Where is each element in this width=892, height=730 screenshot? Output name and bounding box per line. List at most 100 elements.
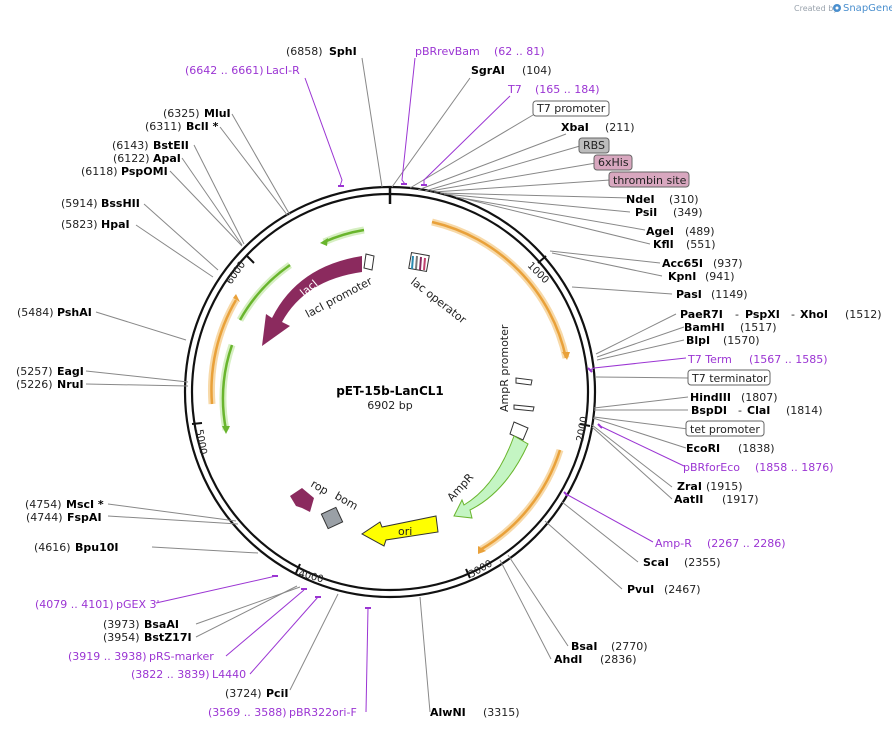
rop-label: rop (309, 477, 331, 497)
ampr-label: AmpR (445, 471, 477, 504)
fspai-name: FspAI (67, 511, 102, 524)
paer7i-name: PaeR7I (680, 308, 723, 321)
laci-r-range: (6642 .. 6661) (185, 64, 264, 77)
pcii-pos: (3724) (225, 687, 262, 700)
tet-promoter-box (685, 420, 765, 437)
t7-term-range: (1567 .. 1585) (749, 353, 828, 366)
pcii-name: PciI (266, 687, 288, 700)
bamhi-name: BamHI (684, 321, 725, 334)
eagi-pos: (5257) (16, 365, 53, 378)
rbs-box (578, 137, 610, 154)
bsaai-pos: (3973) (103, 618, 140, 631)
kfli-pos: (551) (686, 238, 716, 251)
apai-name: ApaI (153, 152, 181, 165)
bspdi-pos: (1814) (786, 404, 823, 417)
paer7i-sep2: - (791, 308, 795, 321)
alwni-pos: (3315) (483, 706, 520, 719)
t7-name: T7 (507, 83, 522, 96)
hindiii-pos: (1807) (741, 391, 778, 404)
bsshii-name: BssHII (101, 197, 140, 210)
xbai-pos: (211) (605, 121, 635, 134)
lac-operator-label: lac operator (408, 275, 469, 327)
t7-promoter-name: T7 promoter (536, 102, 606, 115)
leader-lines (85, 57, 689, 713)
tick-5000: 5000 (193, 429, 208, 456)
amp-r-range: (2267 .. 2286) (707, 537, 786, 550)
blpi-name: BlpI (686, 334, 710, 347)
t7-promoter-box (532, 100, 610, 117)
clai-name: ClaI (747, 404, 770, 417)
sphi-pos: (6858) (286, 45, 323, 58)
tick-3000: 3000 (467, 558, 495, 580)
ecori-pos: (1838) (738, 442, 775, 455)
nrui-name: NruI (57, 378, 84, 391)
laci-r-name: LacI-R (266, 64, 300, 77)
kpni-name: KpnI (668, 270, 696, 283)
ecori-name: EcoRI (686, 442, 720, 455)
sphi-name: SphI (329, 45, 357, 58)
thrombin-box (608, 171, 690, 188)
rbs-name: RBS (583, 139, 605, 152)
l4440-range: (3822 .. 3839) (131, 668, 210, 681)
alwni-name: AlwNI (430, 706, 466, 719)
pshai-name: PshAI (57, 306, 92, 319)
psii-name: PsiI (635, 206, 657, 219)
fspai-pos: (4744) (26, 511, 63, 524)
pasi-name: PasI (676, 288, 702, 301)
plasmid-length: 6902 bp (367, 399, 412, 412)
t7-term-name: T7 Term (687, 353, 732, 366)
t7-terminator-box (687, 369, 771, 386)
tick-2000: 2000 (575, 416, 590, 443)
rop-arrow (290, 488, 314, 512)
bsaai-name: BsaAI (144, 618, 179, 631)
ampr-promoter-label: AmpR promoter (498, 324, 511, 412)
scai-name: ScaI (643, 556, 669, 569)
bcli-name: BclI * (186, 120, 219, 133)
green-arc-left2-head (222, 426, 230, 434)
aatii-pos: (1917) (722, 493, 759, 506)
pbrforeco-range: (1858 .. 1876) (755, 461, 834, 474)
laci-arrow (262, 256, 362, 346)
agei-pos: (489) (685, 225, 715, 238)
lac-operator-marker (408, 251, 430, 273)
prs-marker-range: (3919 .. 3938) (68, 650, 147, 663)
primer-lines (155, 57, 687, 713)
msci-pos: (4754) (25, 498, 62, 511)
left-orange-arc-head (233, 294, 240, 302)
tet-promoter-name: tet promoter (690, 423, 760, 436)
pgex3-range: (4079 .. 4101) (35, 598, 114, 611)
msci-name: MscI * (66, 498, 104, 511)
kfli-name: KflI (653, 238, 674, 251)
aatii-name: AatII (674, 493, 703, 506)
bsteii-pos: (6143) (112, 139, 149, 152)
plasmid-name: pET-15b-LanCL1 (336, 384, 444, 398)
his-name: 6xHis (598, 156, 629, 169)
ampr-promoter-marker (509, 421, 529, 441)
paer7i-pos: (1512) (845, 308, 882, 321)
green-arc-top-head (320, 238, 328, 246)
bsteii-name: BstEII (153, 139, 189, 152)
tick-4000: 4000 (297, 568, 324, 585)
bom-box (320, 506, 344, 530)
orf-arc (431, 220, 568, 359)
zrai-name: ZraI (677, 480, 702, 493)
bsai-name: BsaI (571, 640, 597, 653)
green-arc-left1 (238, 263, 291, 321)
apai-pos: (6122) (113, 152, 150, 165)
xhoi-name: XhoI (800, 308, 828, 321)
eagi-name: EagI (57, 365, 84, 378)
bstz17i-name: BstZ17I (144, 631, 192, 644)
bstz17i-pos: (3954) (103, 631, 140, 644)
t7-range: (165 .. 184) (535, 83, 600, 96)
sgrai-pos: (104) (522, 64, 552, 77)
ndei-name: NdeI (626, 193, 655, 206)
ori-label: ori (398, 525, 412, 538)
pspomi-pos: (6118) (81, 165, 118, 178)
orf-arc-head (562, 352, 570, 360)
pbrrevbam-range: (62 .. 81) (494, 45, 545, 58)
ahdi-pos: (2836) (600, 653, 637, 666)
hpai-pos: (5823) (61, 218, 98, 231)
hpai-name: HpaI (101, 218, 130, 231)
ampr-arrow (453, 435, 529, 519)
